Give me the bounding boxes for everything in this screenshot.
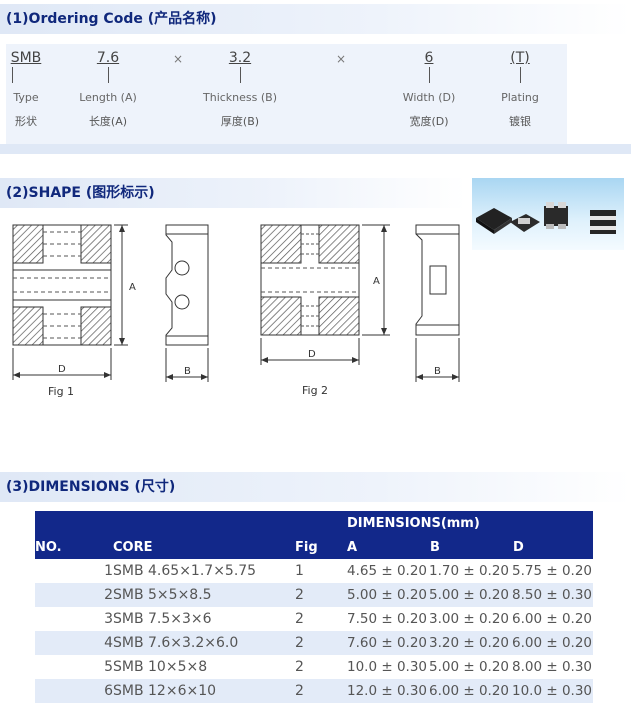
shape-heading: (2)SHAPE (图形标示) <box>0 178 466 208</box>
segment-type-label-cn: 形状 <box>15 115 37 128</box>
col-header-fig: Fig <box>295 535 347 559</box>
cell-core: SMB 7.5×3×6 <box>113 611 212 627</box>
col-header-core: CORE <box>113 535 295 559</box>
cell-d: 8.00 ± 0.30 <box>512 659 593 675</box>
cell-no: 4 <box>35 631 113 655</box>
table-row: 1 SMB 4.65×1.7×5.75 1 4.65 ± 0.20 1.70 ±… <box>35 559 593 583</box>
times-sign: × <box>173 52 184 66</box>
table-row: 2 SMB 5×5×8.5 2 5.00 ± 0.20 5.00 ± 0.20 … <box>35 583 593 607</box>
figure-1-caption: Fig 1 <box>48 385 74 398</box>
col-header-b: B <box>429 535 512 559</box>
cell-a: 7.60 ± 0.20 <box>347 631 429 655</box>
cell-fig: 2 <box>295 679 347 703</box>
figure-2-dim-a: A <box>373 276 380 287</box>
product-photo <box>472 178 624 250</box>
cell-d: 10.0 ± 0.30 <box>512 679 593 703</box>
product-photo-image <box>476 202 616 234</box>
figure-2-dim-d: D <box>308 349 316 360</box>
segment-length-value: 7.6 <box>96 50 120 66</box>
segment-tick <box>107 67 109 83</box>
cell-a: 4.65 ± 0.20 <box>347 563 428 579</box>
figure-1-dim-a: A <box>129 282 136 293</box>
segment-type-label: Type <box>13 91 39 104</box>
figure-2-caption: Fig 2 <box>302 384 328 397</box>
segment-thickness-value: 3.2 <box>228 50 252 66</box>
ordering-code-footer-bar <box>0 144 631 154</box>
table-group-header-row: DIMENSIONS(mm) <box>35 511 593 535</box>
cell-no: 1 <box>104 563 113 579</box>
cell-a: 7.50 ± 0.20 <box>347 611 428 627</box>
cell-fig: 2 <box>295 631 347 655</box>
cell-b: 5.00 ± 0.20 <box>429 659 510 675</box>
figure-2-dim-b: B <box>434 366 441 377</box>
cell-b: 3.00 ± 0.20 <box>429 611 510 627</box>
cell-core: SMB 7.6×3.2×6.0 <box>113 631 295 655</box>
segment-plating-label: Plating <box>501 91 539 104</box>
figure-1-drawing: A D Fig 1 B <box>12 224 209 398</box>
ordering-code-box: SMB Type 形状 7.6 Length (A) 长度(A) × 3.2 T… <box>6 44 567 144</box>
times-sign: × <box>336 52 347 66</box>
cell-b: 3.20 ± 0.20 <box>429 631 512 655</box>
segment-width-value: 6 <box>424 50 434 66</box>
dimensions-table: DIMENSIONS(mm) NO. CORE Fig A B D 1 SMB … <box>35 511 593 703</box>
segment-width-label: Width (D) <box>402 91 456 104</box>
segment-plating: (T) Plating 镀银 <box>494 50 546 129</box>
cell-a: 5.00 ± 0.20 <box>347 583 429 607</box>
segment-width: 6 Width (D) 宽度(D) <box>394 50 464 129</box>
segment-tick <box>519 67 521 83</box>
segment-tick <box>428 67 430 83</box>
cell-no: 6 <box>35 679 113 703</box>
cell-core: SMB 5×5×8.5 <box>113 583 295 607</box>
figure-2-drawing: A D Fig 2 B <box>260 224 460 397</box>
cell-d: 5.75 ± 0.20 <box>512 563 593 579</box>
segment-length-label-cn: 长度(A) <box>88 115 128 128</box>
cell-core: SMB 12×6×10 <box>113 679 295 703</box>
figure-1-dim-d: D <box>58 364 66 375</box>
col-header-d: D <box>512 535 593 559</box>
segment-type: SMB Type 形状 <box>6 50 46 129</box>
segment-length: 7.6 Length (A) 长度(A) <box>72 50 144 129</box>
table-row: 6 SMB 12×6×10 2 12.0 ± 0.30 6.00 ± 0.20 … <box>35 679 593 703</box>
table-header-row: NO. CORE Fig A B D <box>35 535 593 559</box>
col-header-no: NO. <box>35 535 113 559</box>
segment-thickness: 3.2 Thickness (B) 厚度(B) <box>194 50 286 129</box>
cell-b: 6.00 ± 0.20 <box>429 679 512 703</box>
cell-a: 12.0 ± 0.30 <box>347 679 429 703</box>
segment-thickness-label-cn: 厚度(B) <box>220 115 260 128</box>
segment-thickness-label: Thickness (B) <box>203 91 277 104</box>
table-row: 3 SMB 7.5×3×6 2 7.50 ± 0.20 3.00 ± 0.20 … <box>35 607 593 631</box>
cell-d: 8.50 ± 0.30 <box>512 583 593 607</box>
table-row: 4 SMB 7.6×3.2×6.0 2 7.60 ± 0.20 3.20 ± 0… <box>35 631 593 655</box>
segment-width-label-cn: 宽度(D) <box>409 115 449 128</box>
group-header-dimensions: DIMENSIONS(mm) <box>347 511 593 535</box>
cell-b: 5.00 ± 0.20 <box>429 583 512 607</box>
segment-type-value: SMB <box>10 50 42 66</box>
cell-fig: 2 <box>295 611 304 627</box>
cell-b: 1.70 ± 0.20 <box>429 563 510 579</box>
segment-tick <box>239 67 241 83</box>
ordering-code-heading: (1)Ordering Code (产品名称) <box>0 4 631 34</box>
dimensions-heading: (3)DIMENSIONS (尺寸) <box>0 472 631 502</box>
cell-fig: 2 <box>295 659 304 675</box>
segment-plating-label-cn: 镀银 <box>509 115 531 128</box>
cell-a: 10.0 ± 0.30 <box>347 659 428 675</box>
cell-no: 2 <box>35 583 113 607</box>
cell-no: 5 <box>104 659 113 675</box>
cell-d: 6.00 ± 0.20 <box>512 611 593 627</box>
figure-1-dim-b: B <box>184 366 191 377</box>
segment-plating-value: (T) <box>510 50 530 66</box>
cell-fig: 2 <box>295 583 347 607</box>
col-header-a: A <box>347 535 429 559</box>
cell-d: 6.00 ± 0.20 <box>512 631 593 655</box>
cell-fig: 1 <box>295 563 304 579</box>
cell-core: SMB 4.65×1.7×5.75 <box>113 563 257 579</box>
cell-no: 3 <box>104 611 113 627</box>
segment-length-label: Length (A) <box>79 91 137 104</box>
segment-tick <box>12 67 13 83</box>
cell-core: SMB 10×5×8 <box>113 659 208 675</box>
table-row: 5 SMB 10×5×8 2 10.0 ± 0.30 5.00 ± 0.20 8… <box>35 655 593 679</box>
